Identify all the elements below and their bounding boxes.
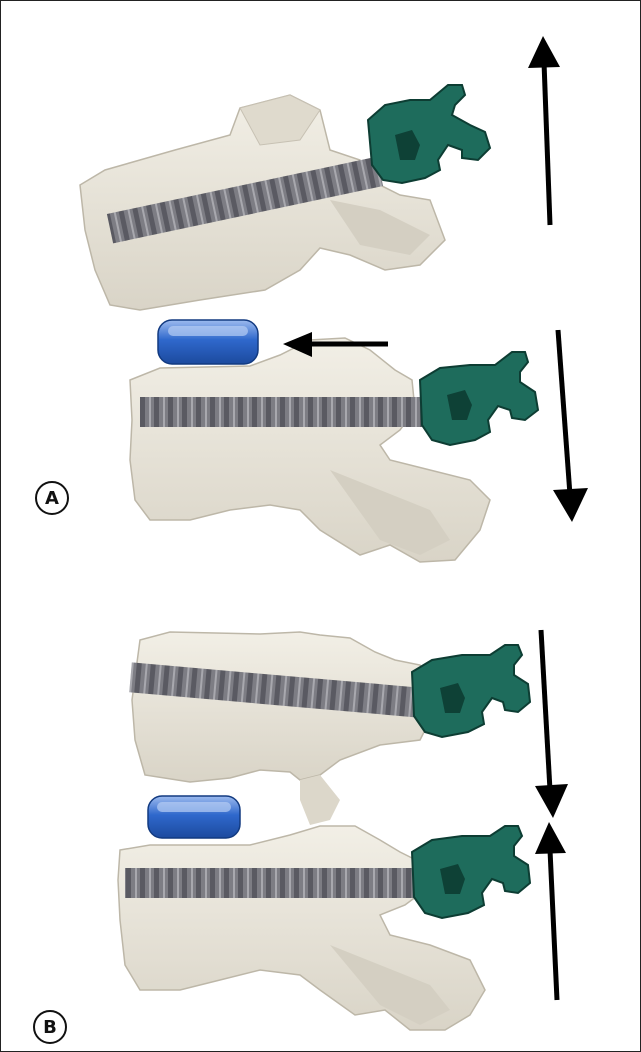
- interbody-cage-a: [158, 320, 258, 364]
- arrow-down-icon: [535, 630, 568, 818]
- panel-label-b: B: [33, 1010, 67, 1044]
- tulip-head-lower-a: [420, 352, 538, 445]
- arrow-down-icon: [553, 330, 588, 522]
- tulip-head-lower-b: [412, 826, 530, 918]
- pedicle-screw-lower-b: [125, 868, 425, 898]
- tulip-head-upper-b: [412, 645, 530, 737]
- panel-label-a: A: [35, 481, 69, 515]
- arrow-up-icon: [528, 36, 560, 225]
- tulip-head-upper-a: [368, 85, 490, 183]
- pedicle-screw-lower-a: [140, 397, 440, 427]
- interbody-cage-b: [148, 796, 240, 838]
- arrow-up-icon: [535, 822, 566, 1000]
